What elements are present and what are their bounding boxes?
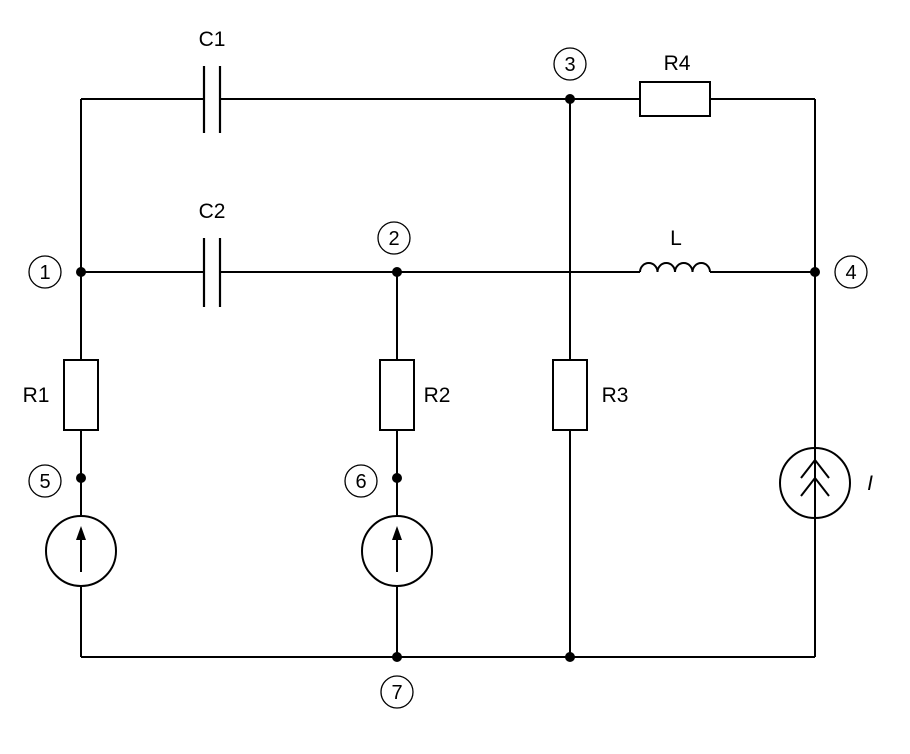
wires [80, 98, 816, 658]
capacitor-c2 [202, 238, 222, 307]
capacitor-c1 [202, 66, 222, 133]
node-marker-7: 7 [380, 675, 414, 709]
node-label-6: 6 [355, 471, 366, 493]
junction-bottom-r3 [565, 652, 575, 662]
node-label-4: 4 [845, 262, 856, 284]
label-i: I [867, 472, 873, 495]
node-label-2: 2 [388, 228, 399, 250]
label-l: L [670, 227, 682, 250]
emf-source-1 [45, 515, 117, 587]
node-label-3: 3 [564, 54, 575, 76]
junction-node5 [76, 473, 86, 483]
node-marker-3: 3 [553, 47, 587, 81]
node-marker-2: 2 [377, 221, 411, 255]
junction-node6 [392, 473, 402, 483]
junctions [76, 94, 820, 662]
node-marker-5: 5 [28, 464, 62, 498]
node-label-5: 5 [39, 471, 50, 493]
resistor-r2 [379, 359, 415, 431]
node-marker-6: 6 [344, 464, 378, 498]
node-label-7: 7 [391, 682, 402, 704]
junction-node1 [76, 267, 86, 277]
node-marker-4: 4 [834, 255, 868, 289]
emf-source-2 [361, 515, 433, 587]
label-r3: R3 [602, 384, 629, 407]
node-label-1: 1 [39, 262, 50, 284]
current-source-i [779, 447, 851, 519]
label-r4: R4 [664, 52, 691, 75]
node-marker-1: 1 [28, 255, 62, 289]
resistor-r4 [639, 81, 711, 117]
junction-node2 [392, 267, 402, 277]
label-c1: C1 [199, 28, 226, 51]
inductor-l [639, 262, 711, 273]
label-r1: R1 [23, 384, 50, 407]
junction-node4 [810, 267, 820, 277]
junction-node3 [565, 94, 575, 104]
junction-node7 [392, 652, 402, 662]
label-c2: C2 [199, 200, 226, 223]
resistor-r1 [63, 359, 99, 431]
label-r2: R2 [424, 384, 451, 407]
resistor-r3 [552, 359, 588, 431]
